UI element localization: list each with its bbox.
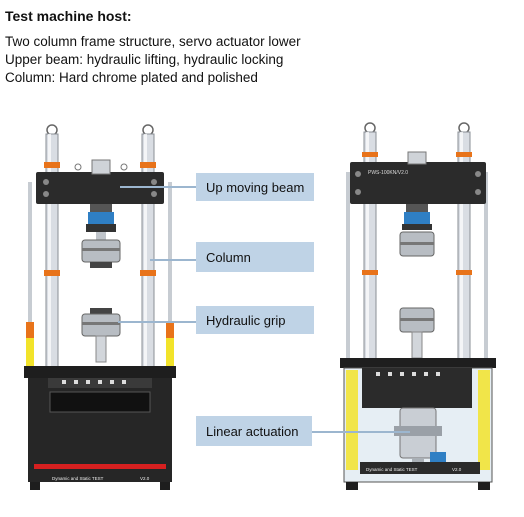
yellow-guard-segment (26, 338, 34, 366)
page-title: Test machine host: (5, 8, 132, 24)
callout-up-moving-beam: Up moving beam (196, 173, 314, 201)
left-model-label: V2.0 (140, 476, 150, 481)
red-guard-segment (26, 322, 34, 338)
orange-marker (44, 270, 60, 276)
right-base-label: Dynamic and Static TEST (366, 467, 418, 472)
right-column (141, 133, 155, 375)
left-column (45, 133, 59, 375)
left-base-label: Dynamic and Static TEST (52, 476, 104, 481)
orange-marker (140, 270, 156, 276)
orange-marker (140, 162, 156, 168)
description-line: Two column frame structure, servo actuat… (5, 34, 301, 49)
left-machine: Dynamic and Static TEST V2.0 (24, 124, 176, 490)
callout-column: Column (196, 242, 314, 272)
yellow-guard-segment (346, 370, 358, 470)
red-stripe (34, 464, 166, 469)
right-machine: PWS-100KN/V2.0 (340, 122, 496, 490)
description-list: Two column frame structure, servo actuat… (5, 33, 301, 87)
left-base-top (24, 366, 176, 378)
description-line: Upper beam: hydraulic lifting, hydraulic… (5, 52, 284, 67)
callout-linear-actuation: Linear actuation (196, 416, 312, 446)
description-line: Column: Hard chrome plated and polished (5, 70, 258, 85)
callout-hydraulic-grip: Hydraulic grip (196, 306, 314, 334)
beam-top-fitting (91, 159, 111, 175)
upper-grip-blue (88, 212, 114, 224)
machine-illustration: Dynamic and Static TEST V2.0 PWS-100KN/ (24, 122, 496, 490)
right-beam-label: PWS-100KN/V2.0 (368, 170, 408, 176)
orange-marker (44, 162, 60, 168)
left-upper-beam (36, 172, 164, 204)
machine-figure: Dynamic and Static TEST V2.0 PWS-100KN/ (0, 112, 524, 512)
right-upper-beam (350, 162, 486, 204)
right-model-label: V2.0 (452, 467, 462, 472)
